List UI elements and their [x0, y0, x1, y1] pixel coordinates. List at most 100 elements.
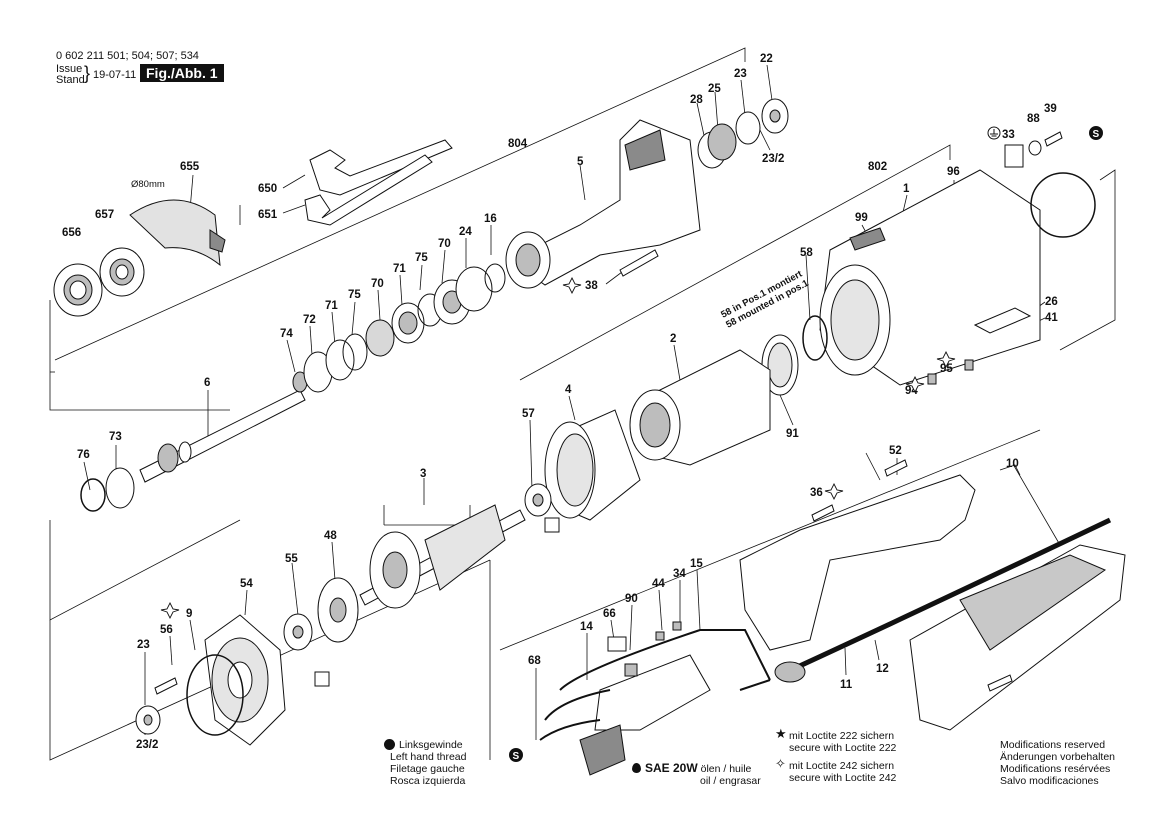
callout-56: 56: [160, 624, 173, 636]
loctite242-en: secure with Loctite 242: [789, 772, 897, 784]
callout-39: 39: [1044, 103, 1057, 115]
callout-68: 68: [528, 655, 541, 667]
modifications-fr: Modifications resérvées: [1000, 763, 1111, 775]
callout-2: 2: [670, 333, 676, 345]
sae-text-2: oil / engrasar: [700, 775, 761, 787]
left-thread-badges: S S: [509, 126, 1103, 762]
sae-text-1: ölen / huile: [700, 763, 752, 775]
callout-26: 26: [1045, 296, 1058, 308]
callout-66: 66: [603, 608, 616, 620]
sae-label: SAE 20W: [645, 761, 698, 775]
callout-33: 33: [1002, 129, 1015, 141]
part-top-bearings: [697, 98, 789, 169]
callout-70b: 70: [371, 278, 384, 290]
callout-24: 24: [459, 226, 472, 238]
part-38-screw: [619, 249, 659, 277]
modifications-de: Änderungen vorbehalten: [1000, 751, 1116, 763]
legend-sae-oil: SAE 20W ölen / huile oil / engrasar: [632, 762, 761, 787]
part-54-end-shield: [204, 614, 286, 746]
callout-88: 88: [1027, 113, 1040, 125]
callout-23-2-bottom: 23/2: [136, 739, 158, 751]
black-star-icon: ★: [775, 726, 787, 741]
part-48-bearing-holder: [317, 577, 359, 643]
callout-99: 99: [855, 212, 868, 224]
callout-34: 34: [673, 568, 686, 580]
callout-52: 52: [889, 445, 902, 457]
callout-90: 90: [625, 593, 638, 605]
part-10-handle: [739, 474, 1126, 731]
part-55-bearing: [283, 613, 330, 687]
part-91-ring: [761, 334, 799, 396]
callout-41: 41: [1045, 312, 1058, 324]
callout-12: 12: [876, 663, 889, 675]
part-57-bearing: [524, 483, 560, 533]
part-11-12-cable: [774, 517, 1112, 692]
part-58-ring: [802, 315, 828, 361]
callout-6: 6: [204, 377, 210, 389]
callout-15: 15: [690, 558, 703, 570]
callout-23-top: 23: [734, 68, 747, 80]
legend-modifications: Modifications reserved Änderungen vorbeh…: [1000, 739, 1115, 787]
callout-1: 1: [903, 183, 910, 195]
left-thread-icon: [384, 739, 395, 750]
modifications-en: Modifications reserved: [1000, 739, 1106, 751]
callout-75a: 75: [415, 252, 428, 264]
callout-95: 95: [940, 363, 953, 375]
callout-70a: 70: [438, 238, 451, 250]
callout-58: 58: [800, 247, 813, 259]
callout-25: 25: [708, 83, 721, 95]
loctite-242-markers: [160, 276, 956, 620]
loctite242-de: mit Loctite 242 sichern: [789, 760, 895, 772]
callout-657: 657: [95, 209, 114, 221]
callout-656: 656: [62, 227, 81, 239]
s-badge-top: S: [1093, 129, 1100, 140]
callout-96: 96: [947, 166, 960, 178]
callout-651: 651: [258, 209, 278, 221]
part-33-88-39-ground: [1004, 131, 1096, 238]
part-numbers: 0 602 211 501; 504; 507; 534: [56, 50, 199, 62]
callout-labels: 22 23 25 28 23/2 804 5 655 650 651 657 6…: [62, 53, 1058, 751]
ground-icon: [987, 126, 1001, 140]
legend-loctite-222: ★ mit Loctite 222 sichern secure with Lo…: [775, 726, 896, 754]
issue-label: Issue: [56, 63, 83, 75]
part-94-95-screws: [927, 359, 974, 385]
callout-76: 76: [77, 449, 90, 461]
s-badge-bottom: S: [513, 751, 520, 762]
callout-9: 9: [186, 608, 192, 620]
left-thread-fr: Filetage gauche: [390, 763, 465, 775]
callout-28: 28: [690, 94, 703, 106]
callout-802: 802: [868, 161, 887, 173]
issue-date: 19-07-11: [93, 69, 137, 81]
callout-38: 38: [585, 280, 598, 292]
part-switch-assembly: [579, 621, 711, 776]
callout-804: 804: [508, 138, 528, 150]
leader-lines: [83, 64, 1061, 740]
legend-left-thread: Linksgewinde Left hand thread Filetage g…: [384, 739, 466, 787]
callout-55: 55: [285, 553, 298, 565]
callout-650: 650: [258, 183, 277, 195]
part-656-nut: [53, 263, 103, 317]
callout-16: 16: [484, 213, 497, 225]
callout-74: 74: [280, 328, 293, 340]
left-thread-en: Left hand thread: [390, 751, 467, 763]
part-26-41-plate: [973, 307, 1032, 334]
issue-stand-label: Issue Stand: [56, 64, 85, 86]
left-thread-de: Linksgewinde: [399, 739, 463, 751]
part-1-motor-housing: [819, 169, 1041, 386]
legend-loctite-242: ✧ mit Loctite 242 sichern secure with Lo…: [775, 757, 897, 784]
callout-57: 57: [522, 408, 535, 420]
part-657-flange: [99, 247, 145, 297]
part-wiring: [539, 629, 771, 741]
callout-22: 22: [760, 53, 773, 65]
modifications-es: Salvo modificaciones: [1000, 775, 1099, 787]
callout-44: 44: [652, 578, 665, 590]
callout-3: 3: [420, 468, 426, 480]
callout-71b: 71: [325, 300, 338, 312]
callout-48: 48: [324, 530, 337, 542]
callout-91: 91: [786, 428, 799, 440]
callout-73: 73: [109, 431, 122, 443]
left-thread-es: Rosca izquierda: [390, 775, 466, 787]
callout-14: 14: [580, 621, 593, 633]
part-9-ring: [186, 654, 244, 736]
